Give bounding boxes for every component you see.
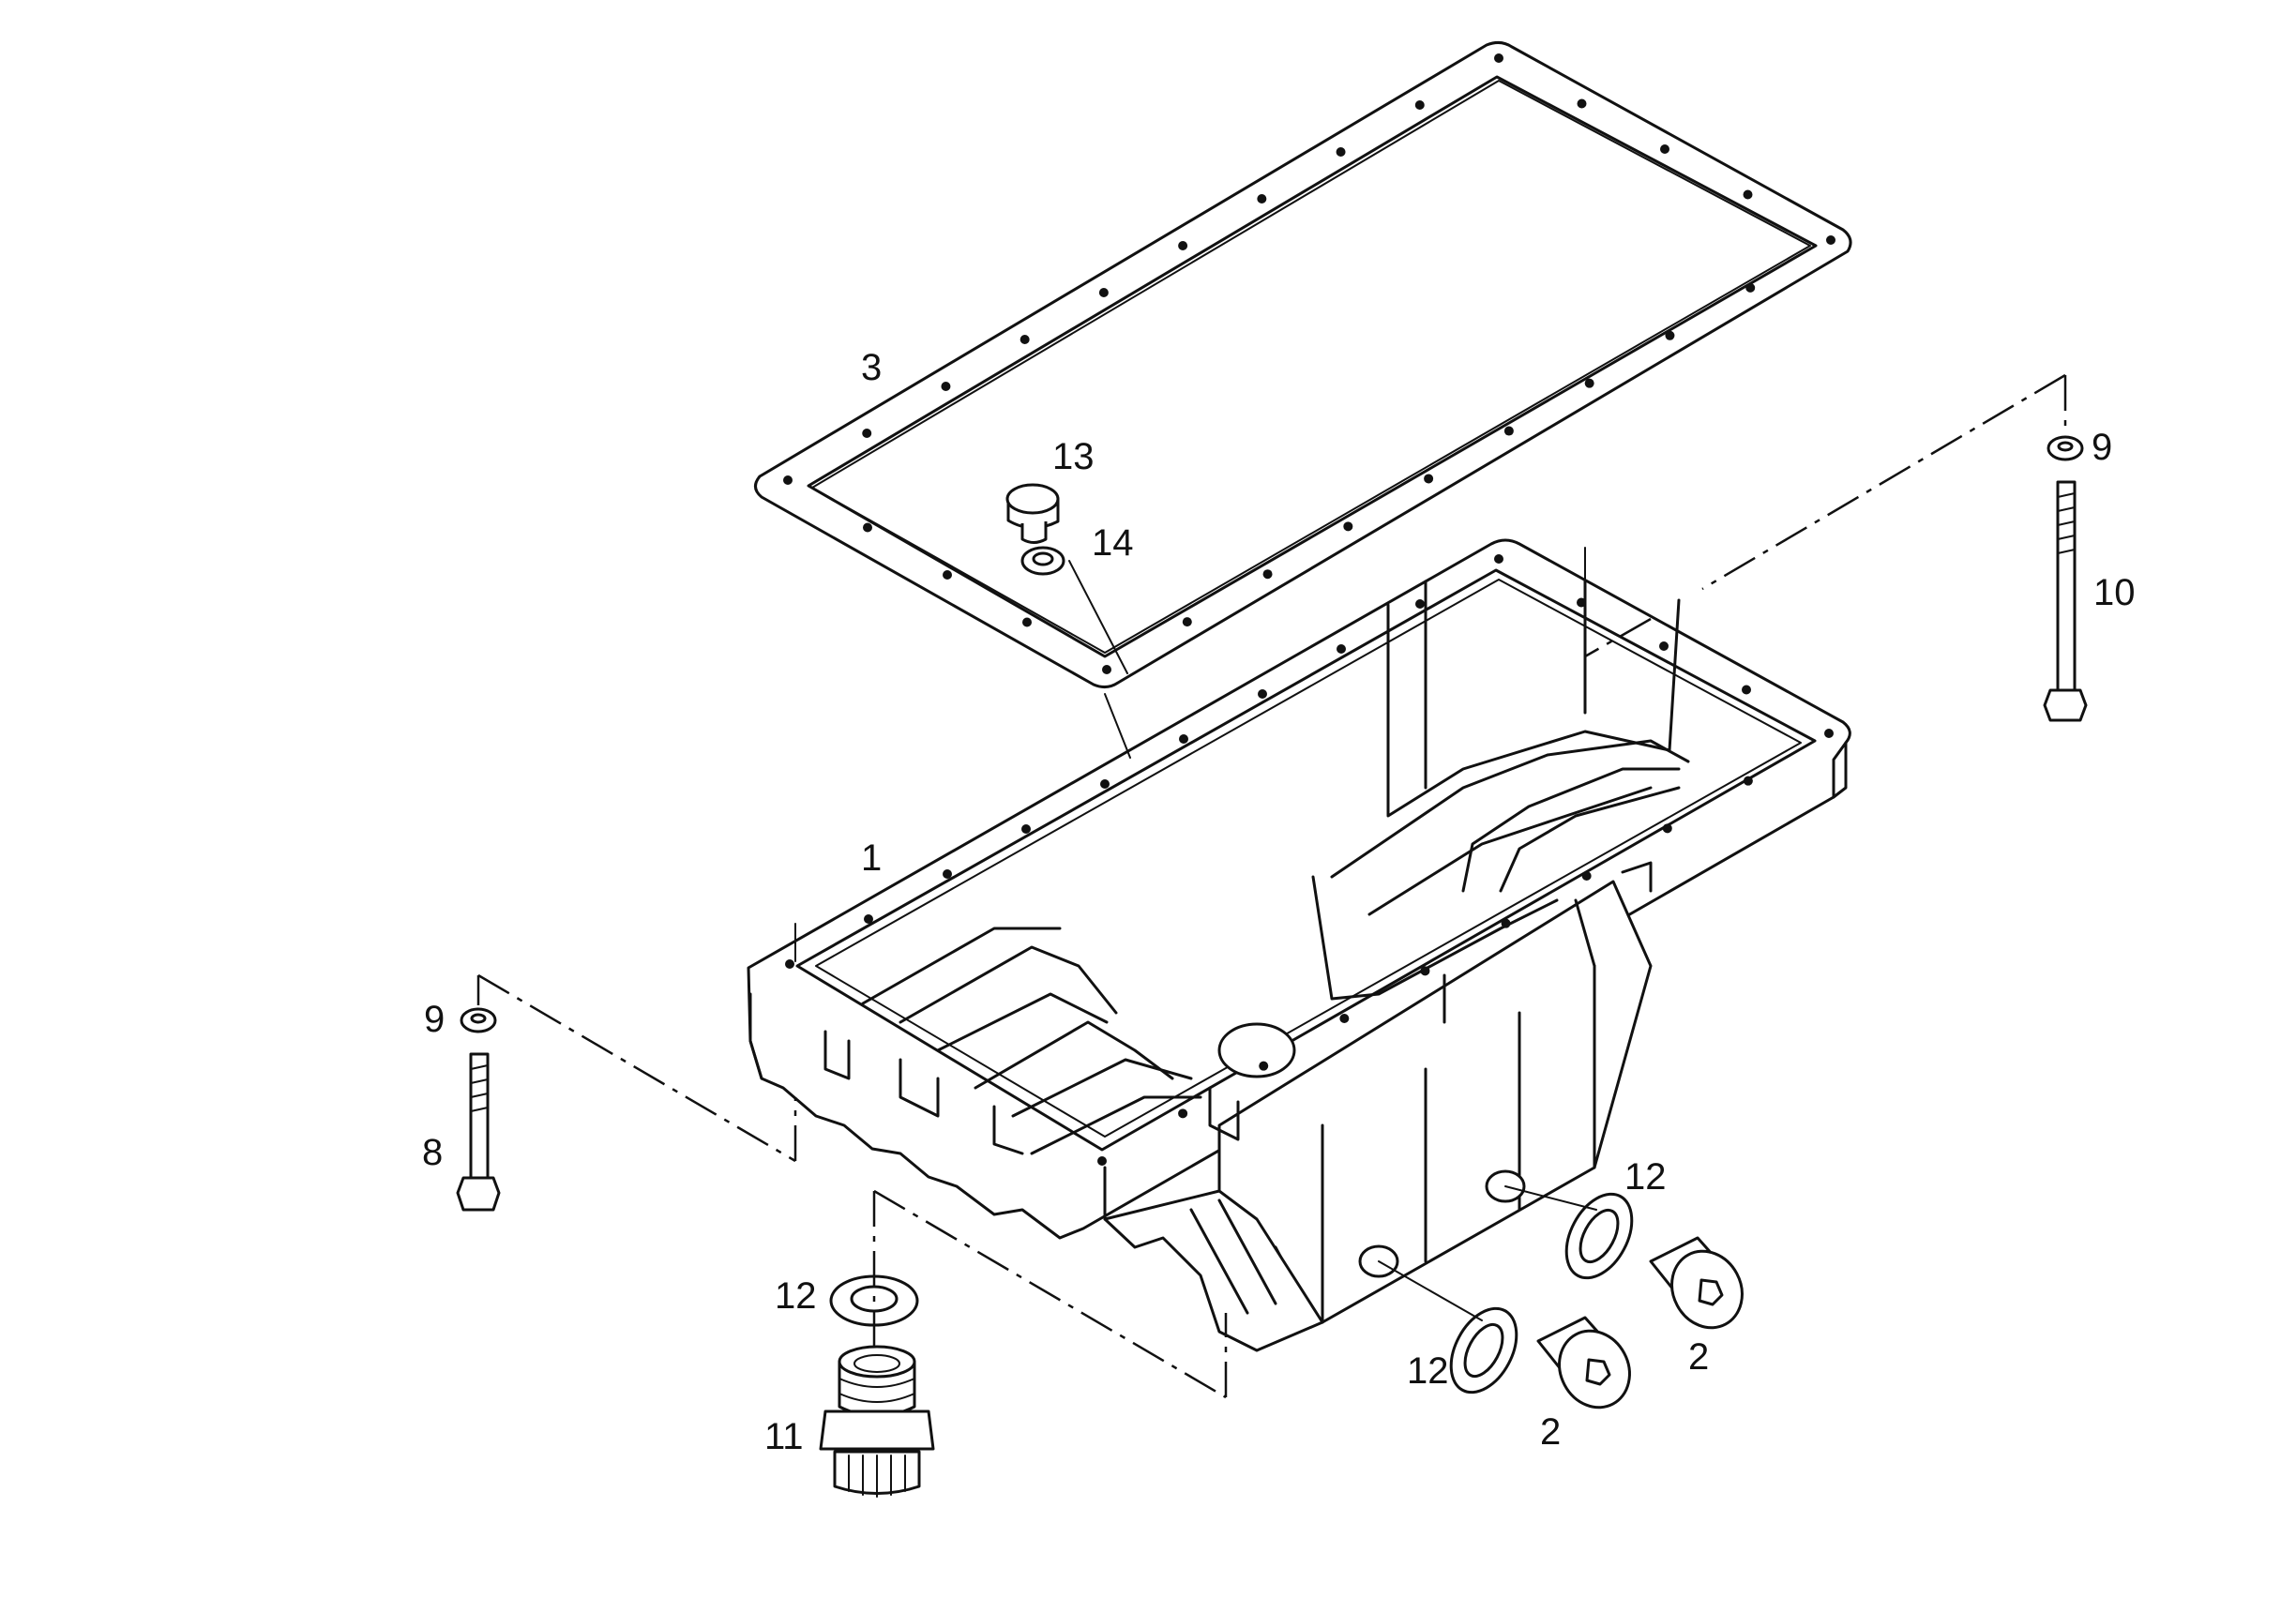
bolt-hole (1665, 330, 1675, 340)
bolt-hole (1662, 823, 1672, 834)
bolt-hole (1424, 474, 1434, 484)
bolt-hole (1584, 378, 1594, 388)
bolt-hole (1581, 871, 1592, 881)
bolt-hole (1257, 194, 1267, 204)
callout-3: 3 (861, 347, 882, 388)
callout-12-right: 12 (1624, 1156, 1667, 1198)
callout-12-left: 12 (775, 1275, 817, 1317)
bolt-part-10 (2043, 480, 2088, 722)
bolt-hole (1577, 597, 1586, 608)
fitting-part-11 (819, 1345, 935, 1498)
bolt-hole (783, 475, 793, 485)
plug-part-13 (1005, 483, 1060, 544)
callout-9-right: 9 (2092, 427, 2112, 468)
bolt-hole (1336, 147, 1346, 157)
callout-1: 1 (861, 837, 882, 879)
bolt-hole (1494, 554, 1503, 564)
callout-labels: 3 13 14 9 10 1 9 8 12 12 12 11 2 2 (422, 347, 2136, 1457)
bolt-hole (1179, 734, 1188, 744)
bolt-hole (1659, 641, 1669, 651)
bolt-part-8 (456, 1052, 501, 1212)
callout-2-upper: 2 (1688, 1336, 1709, 1378)
bolt-hole (1743, 189, 1753, 200)
bolt-hole (1022, 617, 1032, 627)
bolt-hole (1826, 235, 1835, 245)
callout-2-lower: 2 (1540, 1411, 1561, 1453)
bolt-hole (1415, 599, 1425, 609)
bolt-hole (1494, 53, 1503, 63)
bolt-hole (1339, 1014, 1350, 1023)
bolt-hole (943, 869, 952, 879)
drain-plug-part-2-upper (1649, 1236, 1744, 1330)
bolt-hole (1501, 918, 1511, 928)
bolt-hole (864, 914, 873, 924)
washer-part-12-middle (1449, 1306, 1518, 1394)
bolt-hole (785, 959, 794, 969)
leader-lines (476, 373, 2067, 1399)
bolt-hole (943, 570, 952, 580)
washer-part-14 (1020, 546, 1065, 576)
bolt-hole (1021, 824, 1031, 834)
bolt-hole (1020, 335, 1030, 344)
callout-12-middle: 12 (1407, 1350, 1449, 1392)
bolt-hole (1343, 521, 1353, 532)
bolt-hole (1102, 665, 1111, 674)
bolt-hole (1098, 288, 1109, 297)
callout-9-left: 9 (424, 999, 445, 1040)
bolt-hole (1414, 100, 1425, 110)
drain-plug-part-2-lower (1536, 1316, 1631, 1409)
washer-part-9-right (2047, 435, 2084, 461)
bolt-hole (1577, 98, 1587, 109)
callout-11: 11 (764, 1416, 804, 1457)
washer-part-9-left (460, 1007, 497, 1033)
bolt-hole (1745, 282, 1756, 293)
bolt-hole (1258, 689, 1267, 699)
bolt-hole (941, 382, 951, 391)
oil-pan-part-1 (747, 538, 1851, 1352)
callout-10: 10 (2093, 572, 2136, 613)
callout-8: 8 (422, 1132, 443, 1173)
bolt-hole (863, 522, 872, 533)
bolt-hole (1100, 779, 1110, 789)
bolt-hole (1660, 144, 1669, 154)
bolt-hole (1178, 241, 1188, 250)
callout-14: 14 (1092, 522, 1134, 564)
bolt-hole (1824, 729, 1834, 738)
washer-part-12-right (1564, 1192, 1634, 1280)
bolt-hole (1743, 776, 1753, 786)
bolt-hole (1097, 1156, 1107, 1166)
bolt-hole (1182, 617, 1192, 627)
bolt-hole (1503, 426, 1514, 436)
bolt-hole (1742, 685, 1751, 695)
bolt-hole (1337, 644, 1346, 654)
bolt-hole (1259, 1061, 1269, 1071)
callout-13: 13 (1052, 436, 1095, 477)
bolt-hole (862, 429, 872, 438)
bolt-hole (1420, 966, 1430, 976)
gasket-part-3 (754, 40, 1852, 689)
bolt-hole (1178, 1108, 1188, 1119)
bolt-hole (1262, 569, 1273, 580)
